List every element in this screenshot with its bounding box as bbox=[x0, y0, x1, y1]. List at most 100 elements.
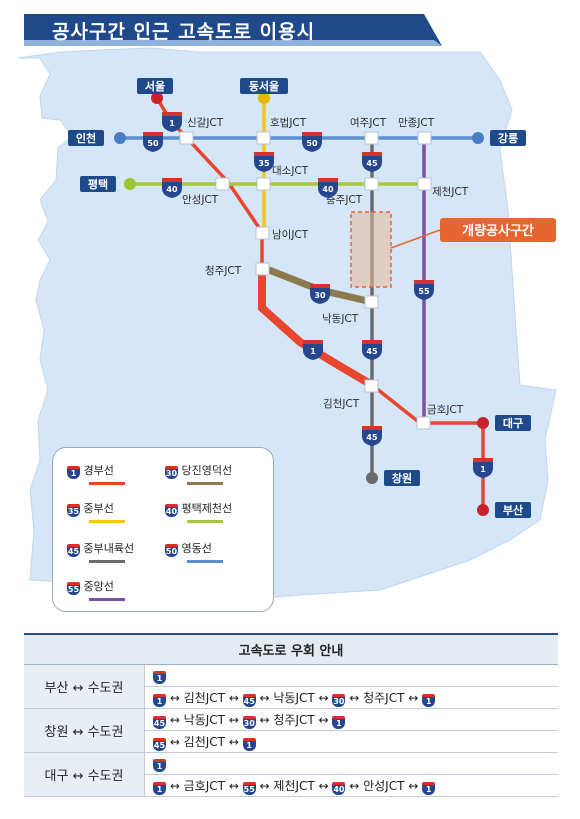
route-segment-text: ↔ 김천JCT ↔ bbox=[166, 690, 243, 705]
legend-item-40: 40 평택제천선 bbox=[165, 502, 233, 517]
jct-node-yeoju bbox=[364, 131, 379, 145]
jct-chungju: 충주JCT bbox=[326, 194, 363, 206]
route-segment-text: ↔ 낙동JCT ↔ bbox=[166, 712, 243, 727]
shield-1-c: 1 bbox=[473, 458, 493, 478]
route-segment-text: ↔ 청주JCT ↔ bbox=[255, 712, 333, 727]
jct-manjong: 만종JCT bbox=[398, 117, 435, 129]
city-dot-changwon bbox=[366, 472, 378, 484]
svg-text:35: 35 bbox=[258, 159, 270, 168]
legend-swatch-40 bbox=[187, 520, 223, 523]
jct-node-chungju bbox=[364, 177, 379, 191]
detour-region: 창원 ↔ 수도권 bbox=[24, 708, 145, 753]
jct-node-nami bbox=[255, 226, 270, 240]
svg-text:40: 40 bbox=[166, 185, 178, 194]
jct-node-hobeop bbox=[256, 131, 271, 145]
jct-node-jecheon bbox=[417, 177, 432, 191]
route-segment-text: ↔ 금호JCT ↔ bbox=[166, 778, 243, 793]
route-shield-icon: 45 bbox=[242, 693, 256, 707]
jct-anseong: 안성JCT bbox=[182, 194, 219, 206]
shield-1-a: 1 bbox=[162, 112, 182, 132]
route-shield-icon: 1 bbox=[422, 781, 436, 795]
detour-route: 1 ↔ 금호JCT ↔ 55 ↔ 제천JCT ↔ 40 ↔ 안성JCT ↔ 1 bbox=[144, 774, 558, 797]
legend-swatch-1 bbox=[89, 482, 125, 485]
detour-route: 1 bbox=[144, 664, 558, 687]
svg-text:50: 50 bbox=[306, 139, 318, 148]
jct-geumho: 금호JCT bbox=[427, 404, 464, 416]
shield-50-a: 50 bbox=[143, 132, 163, 152]
route-segment-text: ↔ 청주JCT ↔ bbox=[345, 690, 423, 705]
svg-text:45: 45 bbox=[366, 433, 378, 442]
legend-swatch-35 bbox=[89, 520, 125, 523]
jct-node-singal bbox=[179, 131, 194, 145]
jct-node-daeso bbox=[256, 177, 271, 191]
route-segment-text: ↔ 낙동JCT ↔ bbox=[255, 690, 333, 705]
map-legend: 1 경부선 30 당진영덕선 35 중부선 40 평택제천선 45 중부내륙선 … bbox=[52, 447, 274, 612]
detour-route: 1 ↔ 김천JCT ↔ 45 ↔ 낙동JCT ↔ 30 ↔ 청주JCT ↔ 1 bbox=[144, 686, 558, 709]
jct-daeso: 대소JCT bbox=[272, 165, 309, 177]
svg-text:55: 55 bbox=[418, 287, 430, 296]
city-box-changwon bbox=[384, 470, 420, 486]
city-box-dongseoul bbox=[240, 78, 288, 94]
table-row: 1 ↔ 김천JCT ↔ 45 ↔ 낙동JCT ↔ 30 ↔ 청주JCT ↔ 1 bbox=[24, 686, 558, 709]
shield-45-a: 45 bbox=[362, 152, 382, 172]
city-daegu: 대구 bbox=[503, 416, 523, 430]
city-incheon: 인천 bbox=[76, 131, 96, 145]
city-box-incheon bbox=[68, 130, 104, 146]
legend-swatch-30 bbox=[187, 482, 223, 485]
legend-item-1: 1 경부선 bbox=[67, 462, 114, 479]
table-row: 1 ↔ 금호JCT ↔ 55 ↔ 제천JCT ↔ 40 ↔ 안성JCT ↔ 1 bbox=[24, 774, 558, 797]
jct-node-geumho bbox=[416, 416, 431, 430]
shield-30: 30 bbox=[310, 284, 330, 304]
route-shield-icon: 1 bbox=[153, 670, 166, 684]
city-box-busan bbox=[495, 502, 531, 518]
detour-region: 부산 ↔ 수도권 bbox=[24, 664, 145, 709]
construction-section bbox=[350, 211, 392, 288]
route-shield-icon: 1 bbox=[422, 693, 436, 707]
construction-callout-label: 개량공사구간 bbox=[462, 223, 534, 239]
table-row: 부산 ↔ 수도권 1 bbox=[24, 664, 558, 709]
shield-45-c: 45 bbox=[362, 426, 382, 446]
route-shield-icon: 1 bbox=[153, 781, 166, 795]
legend-item-30: 30 당진영덕선 bbox=[165, 464, 233, 479]
city-busan: 부산 bbox=[503, 503, 523, 517]
detour-route: 45 ↔ 낙동JCT ↔ 30 ↔ 청주JCT ↔ 1 bbox=[144, 708, 558, 731]
table-row: 45 ↔ 김천JCT ↔ 1 bbox=[24, 730, 558, 753]
shield-45-b: 45 bbox=[362, 340, 382, 360]
route-shield-icon: 55 bbox=[242, 781, 256, 795]
city-gangneung: 강릉 bbox=[498, 131, 518, 145]
legend-swatch-50 bbox=[187, 560, 223, 563]
shield-35: 35 bbox=[254, 152, 274, 172]
city-box-pyeongtaek bbox=[80, 176, 116, 192]
jct-nakdong: 낙동JCT bbox=[322, 313, 359, 325]
svg-text:1: 1 bbox=[310, 347, 316, 356]
jct-jecheon: 제천JCT bbox=[432, 186, 469, 198]
svg-text:45: 45 bbox=[366, 159, 378, 168]
city-dot-gangneung bbox=[472, 132, 484, 144]
city-pyeongtaek: 평택 bbox=[88, 177, 108, 191]
route-1-gyeongbu-thick bbox=[258, 268, 375, 389]
jct-hobeop: 호법JCT bbox=[270, 117, 307, 129]
jct-node-gimcheon bbox=[364, 379, 379, 393]
shield-55: 55 bbox=[414, 280, 434, 300]
legend-item-35: 35 중부선 bbox=[67, 502, 114, 517]
construction-pointer bbox=[390, 229, 441, 249]
svg-text:1: 1 bbox=[169, 119, 175, 128]
detour-route: 45 ↔ 김천JCT ↔ 1 bbox=[144, 730, 558, 753]
route-shield-icon: 1 bbox=[332, 715, 346, 729]
city-dot-busan bbox=[477, 504, 489, 516]
route-shield-icon: 45 bbox=[153, 715, 166, 729]
route-shield-icon: 1 bbox=[153, 693, 166, 707]
legend-swatch-45 bbox=[89, 560, 125, 563]
detour-table-title: 고속도로 우회 안내 bbox=[24, 633, 558, 665]
title-banner bbox=[24, 14, 442, 46]
jct-node-nakdong bbox=[364, 295, 379, 309]
shield-1-b: 1 bbox=[303, 340, 323, 360]
route-segment-text: ↔ 안성JCT ↔ bbox=[345, 778, 423, 793]
route-shield-icon: 30 bbox=[332, 693, 346, 707]
jct-yeoju: 여주JCT bbox=[350, 117, 387, 129]
shield-40-a: 40 bbox=[162, 178, 182, 198]
